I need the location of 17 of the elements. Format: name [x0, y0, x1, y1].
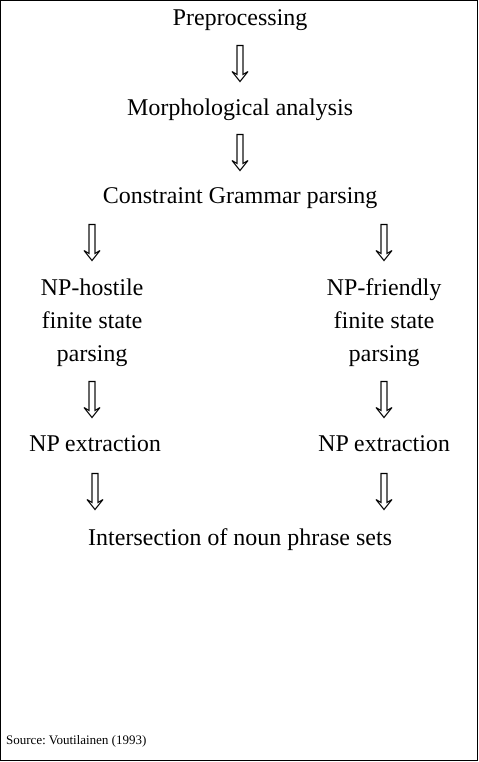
double-arrow	[375, 224, 393, 262]
double-arrow	[375, 472, 393, 510]
double-arrow	[86, 472, 104, 510]
step-label: NP-hostile finite state parsing	[40, 274, 144, 369]
step-label: Constraint Grammar parsing	[102, 182, 378, 211]
double-arrow	[231, 134, 249, 172]
step-label: NP extraction	[317, 430, 451, 459]
source-note: Source: Voutilainen (1993)	[6, 732, 146, 748]
step-label: Intersection of noun phrase sets	[87, 524, 393, 553]
step-label: NP-friendly finite state parsing	[326, 274, 442, 369]
step-label: Preprocessing	[172, 4, 308, 33]
double-arrow	[83, 224, 101, 262]
step-label: NP extraction	[28, 430, 162, 459]
double-arrow	[83, 380, 101, 418]
step-label: Morphological analysis	[126, 94, 354, 123]
double-arrow	[231, 44, 249, 82]
double-arrow	[375, 380, 393, 418]
